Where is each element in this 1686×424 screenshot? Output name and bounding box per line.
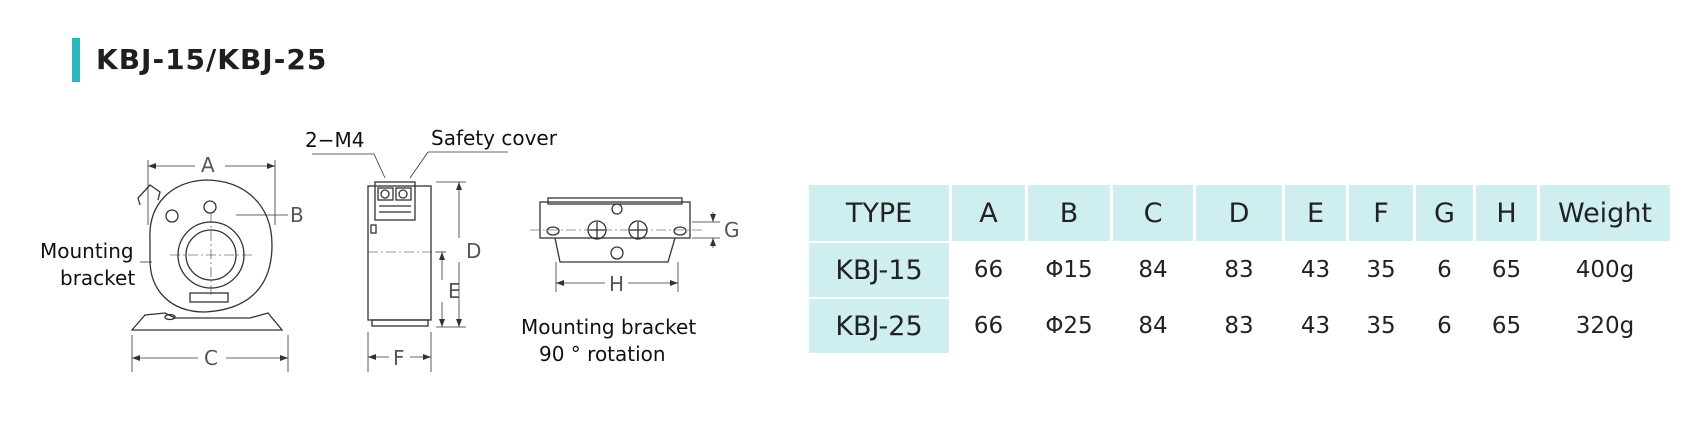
header-weight: Weight (1540, 185, 1670, 241)
dim-label-d: D (466, 239, 481, 263)
spec-table: TYPE A B C D E F G H Weight KBJ-15 66 Φ1… (806, 183, 1673, 355)
cell-d: 83 (1224, 257, 1254, 283)
header-a: A (952, 185, 1025, 241)
cell-f: 35 (1366, 313, 1396, 339)
spec-table-header-row: TYPE A B C D E F G H Weight (809, 185, 1670, 241)
dim-label-g: G (724, 218, 740, 242)
label-rotation-line2: 90 ° rotation (539, 342, 666, 366)
cell-d: 83 (1224, 313, 1254, 339)
side-view (312, 151, 508, 372)
dim-label-f: F (393, 346, 405, 370)
label-mounting: Mounting (40, 239, 134, 263)
header-b: B (1028, 185, 1110, 241)
cell-e: 43 (1300, 257, 1331, 283)
header-e: E (1285, 185, 1346, 241)
cell-e: 43 (1300, 313, 1331, 339)
dim-label-a: A (201, 153, 215, 177)
header-type: TYPE (809, 185, 949, 241)
title-accent-bar (72, 38, 80, 82)
cell-h: 65 (1491, 257, 1522, 283)
cell-f: 35 (1366, 257, 1396, 283)
cell-b: Φ25 (1045, 313, 1093, 339)
dim-label-b: B (290, 203, 304, 227)
bracket-rotation-view (530, 197, 720, 292)
header-f: F (1349, 185, 1413, 241)
front-view (130, 160, 289, 372)
cell-c: 84 (1138, 313, 1168, 339)
cell-b: Φ15 (1045, 257, 1093, 283)
dim-label-e: E (448, 279, 461, 303)
technical-drawing: A B C D E F G H 2−M4 Safety cover Mounti… (40, 126, 740, 372)
dim-label-c: C (204, 346, 218, 370)
table-row: KBJ-15 66 Φ15 84 83 43 35 6 65 400g (809, 243, 1670, 297)
cell-a: 66 (973, 257, 1004, 283)
header-g: G (1416, 185, 1473, 241)
dim-label-h: H (609, 272, 624, 296)
cell-type: KBJ-15 (809, 243, 949, 297)
cell-h: 65 (1491, 313, 1522, 339)
header-d: D (1196, 185, 1282, 241)
label-bracket: bracket (60, 266, 135, 290)
cell-type: KBJ-25 (809, 299, 949, 353)
header-h: H (1476, 185, 1537, 241)
header-c: C (1113, 185, 1193, 241)
label-rotation-line1: Mounting bracket (521, 315, 696, 339)
cell-weight: 320g (1575, 313, 1635, 339)
cell-a: 66 (973, 313, 1004, 339)
cell-g: 6 (1437, 313, 1452, 339)
cell-weight: 400g (1575, 257, 1635, 283)
label-safety-cover: Safety cover (431, 126, 558, 150)
table-row: KBJ-25 66 Φ25 84 83 43 35 6 65 320g (809, 299, 1670, 353)
cell-g: 6 (1437, 257, 1452, 283)
cell-c: 84 (1138, 257, 1168, 283)
label-2-m4: 2−M4 (305, 128, 364, 152)
page-title: KBJ-15/KBJ-25 (96, 43, 328, 76)
